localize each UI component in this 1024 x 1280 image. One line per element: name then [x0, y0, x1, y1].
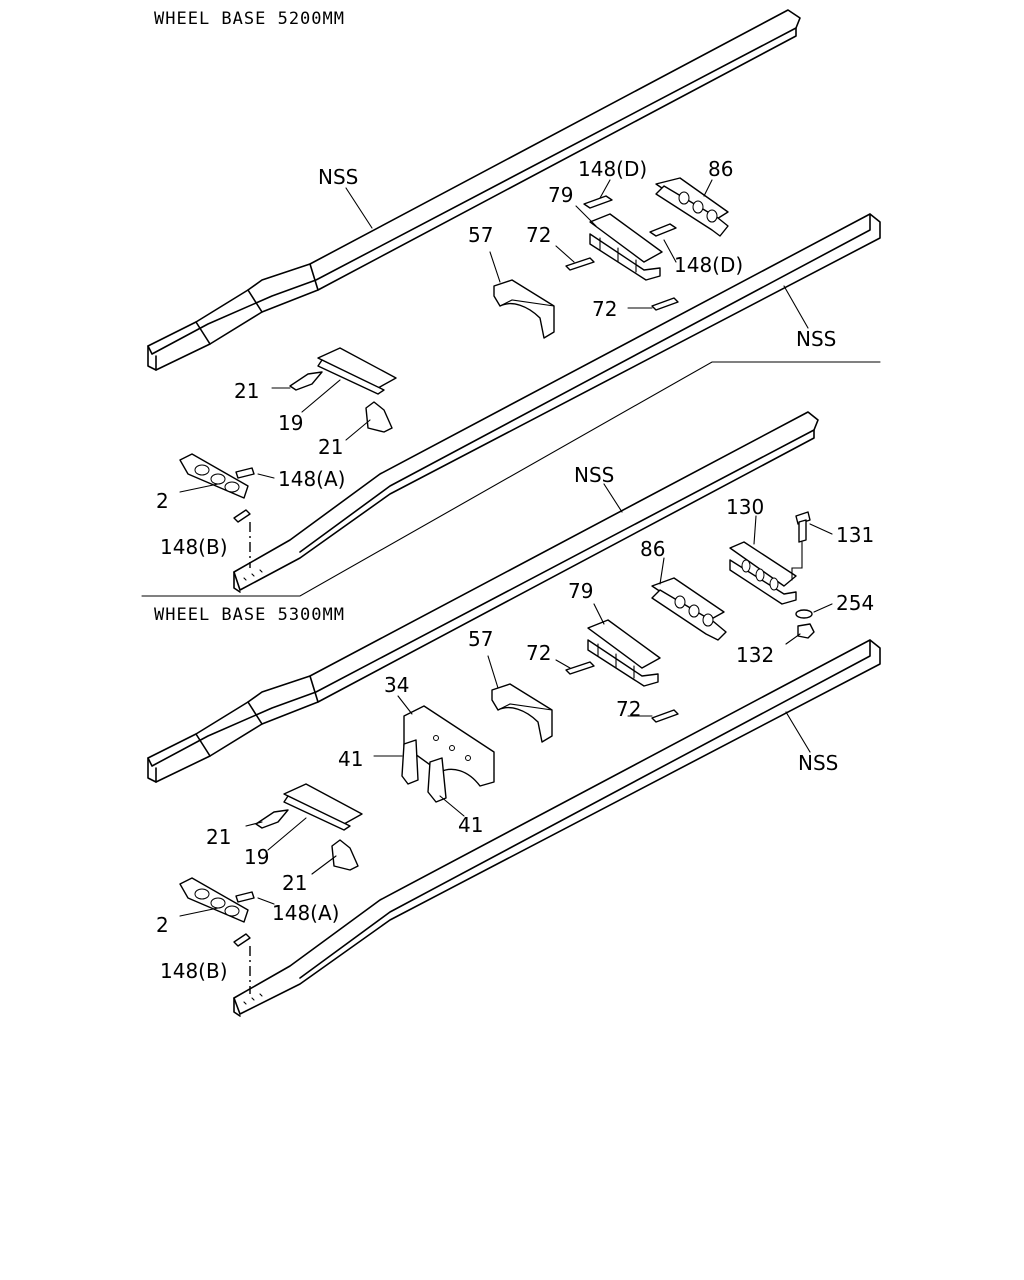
washer-254-5300 [795, 609, 813, 619]
callout-148a-5300: 148(A) [272, 901, 339, 925]
crossmember-130-5300 [729, 541, 797, 605]
callout-2-5300: 2 [156, 913, 169, 937]
callout-72-right-5300: 72 [616, 697, 641, 721]
crossmember-2-5200 [179, 453, 249, 499]
callout-nss-lower-5300: NSS [798, 751, 838, 775]
callout-72-right-5200: 72 [592, 297, 617, 321]
callout-21-lower-5200: 21 [318, 435, 343, 459]
frame-rail-right-5200 [233, 213, 881, 593]
callout-79-5200: 79 [548, 183, 573, 207]
callout-34-5300: 34 [384, 673, 409, 697]
section-wheel-base-5200: WHEEL BASE 5200MM [141, 9, 881, 597]
callout-79-5300: 79 [568, 579, 593, 603]
gusset-148d-upper-5200 [583, 195, 613, 209]
callout-21-upper-5200: 21 [234, 379, 259, 403]
callout-57-5200: 57 [468, 223, 493, 247]
gusset-21-lower-5200 [365, 401, 393, 433]
gusset-21-upper-5200 [289, 371, 323, 391]
crossmember-79-5200 [589, 213, 663, 281]
callout-57-5300: 57 [468, 627, 493, 651]
gusset-148a-5200 [235, 467, 255, 479]
leader-lines-5300 [179, 483, 833, 917]
crossmember-2-5300 [179, 877, 249, 923]
callout-21-lower-5300: 21 [282, 871, 307, 895]
section-divider [141, 361, 881, 597]
heading-wheel-base-5300: WHEEL BASE 5300MM [154, 605, 345, 625]
gusset-72-left-5300 [565, 661, 595, 675]
callout-130-5300: 130 [726, 495, 764, 519]
leader-lines-5200 [179, 179, 809, 493]
gusset-72-right-5300 [651, 709, 679, 723]
bracket-41-left-5300 [401, 739, 419, 785]
gusset-21-upper-5300 [255, 809, 289, 829]
frame-rail-left-5200 [147, 9, 801, 371]
crossmember-57-5300 [491, 683, 553, 743]
callout-86-5200: 86 [708, 157, 733, 181]
callout-86-5300: 86 [640, 537, 665, 561]
callout-41-right-5300: 41 [458, 813, 483, 837]
callout-19-5300: 19 [244, 845, 269, 869]
gusset-148a-5300 [235, 891, 255, 903]
crossmember-57-5200 [493, 279, 555, 339]
callout-72-left-5300: 72 [526, 641, 551, 665]
callout-21-upper-5300: 21 [206, 825, 231, 849]
frame-rail-right-5300 [233, 639, 881, 1017]
callout-148b-5200: 148(B) [160, 535, 228, 559]
frame-rail-left-5300 [147, 411, 819, 783]
bracket-41-right-5300 [427, 757, 447, 803]
nut-132-5300 [797, 623, 815, 639]
callout-148a-5200: 148(A) [278, 467, 345, 491]
crossmember-19-5300 [283, 783, 363, 831]
crossmember-19-5200 [317, 347, 397, 395]
callout-19-5200: 19 [278, 411, 303, 435]
callout-nss-upper-5300: NSS [574, 463, 614, 487]
callout-nss-upper-5200: NSS [318, 165, 358, 189]
heading-wheel-base-5200: WHEEL BASE 5200MM [154, 9, 345, 29]
callout-148d-upper-5200: 148(D) [578, 157, 647, 181]
callout-2-5200: 2 [156, 489, 169, 513]
gusset-72-right-5200 [651, 297, 679, 311]
gusset-148d-lower-5200 [649, 223, 677, 237]
callout-41-left-5300: 41 [338, 747, 363, 771]
section-wheel-base-5300: WHEEL BASE 5300MM [147, 411, 881, 1017]
bolt-131-5300 [791, 511, 811, 581]
callout-254-5300: 254 [836, 591, 874, 615]
gusset-148b-5200 [233, 509, 251, 523]
callout-148d-lower-5200: 148(D) [674, 253, 743, 277]
callout-nss-lower-5200: NSS [796, 327, 836, 351]
gusset-72-left-5200 [565, 257, 595, 271]
callout-132-5300: 132 [736, 643, 774, 667]
callout-148b-5300: 148(B) [160, 959, 228, 983]
gusset-21-lower-5300 [331, 839, 359, 871]
crossmember-86-5200 [655, 177, 729, 237]
crossmember-79-5300 [587, 619, 661, 687]
callout-131-5300: 131 [836, 523, 874, 547]
crossmember-86-5300 [651, 577, 727, 641]
gusset-148b-5300 [233, 933, 251, 947]
callout-72-left-5200: 72 [526, 223, 551, 247]
